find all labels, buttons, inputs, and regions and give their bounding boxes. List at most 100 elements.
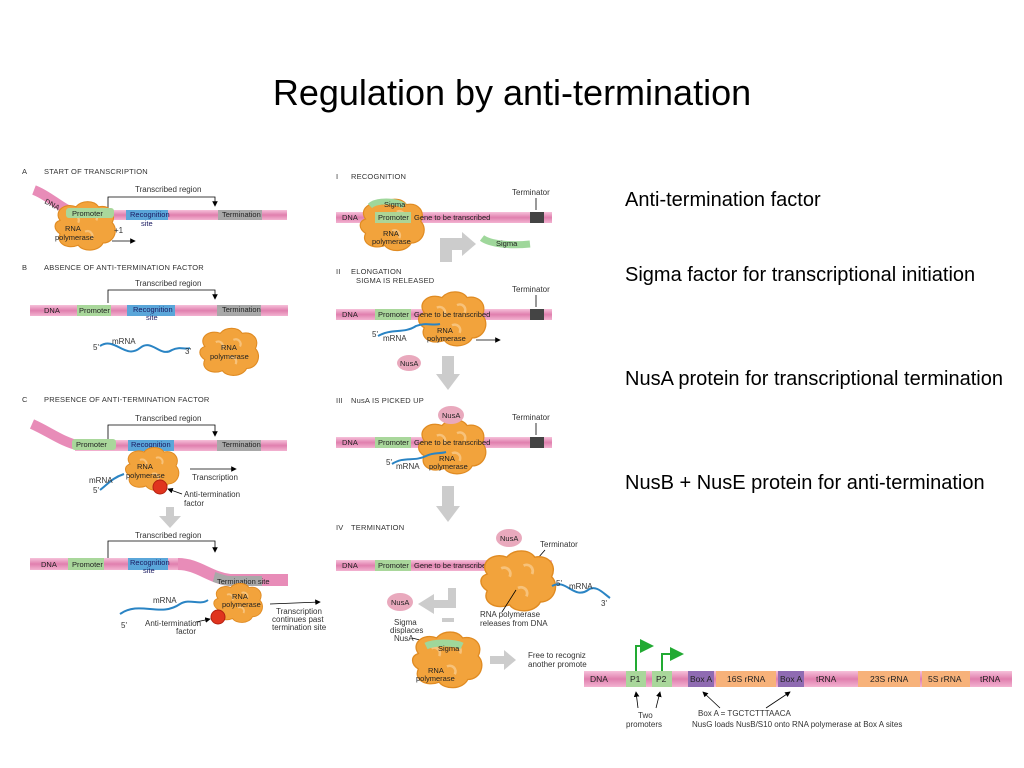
panel-b-promoter-label: Promoter: [79, 306, 110, 315]
panel-iii-promoter: [375, 437, 411, 448]
panel-i-sigma: [367, 198, 406, 209]
operon-box-a-1: [688, 671, 714, 687]
panel-d-anti: Anti-termination: [145, 619, 201, 628]
operon-p2-arrow: [661, 647, 684, 671]
operon-5s-label: 5S rRNA: [928, 674, 962, 684]
operon-box-a-2-label: Box A: [780, 674, 803, 684]
operon-p1-pointer: [633, 691, 640, 709]
panel-i-sigma-free-label: Sigma: [496, 239, 518, 248]
panel-ii: II ELONGATION SIGMA IS RELEASED DNA Prom…: [336, 267, 552, 390]
panel-b-termination-site: [217, 305, 261, 316]
rrna-operon: DNA P1 P2 Box A 16S rRNA Box A tRNA 23S …: [584, 639, 1012, 729]
panel-b-rna: RNA: [221, 343, 237, 352]
panel-i-terminator: [530, 212, 544, 223]
panel-c-five: 5': [93, 486, 99, 495]
operon-trna-1-label: tRNA: [816, 674, 837, 684]
panel-b-termination: Termination: [222, 305, 261, 314]
panel-a-site: site: [141, 219, 153, 228]
panel-a-letter: A: [22, 167, 27, 176]
panel-c-transcribed: Transcribed region: [135, 414, 201, 423]
panel-a-recognition-site: [126, 210, 168, 220]
panel-b-transcribed: Transcribed region: [135, 279, 201, 288]
panel-iv-free2: another promote: [528, 660, 587, 669]
panel-b-site: site: [146, 313, 158, 322]
panel-iv-stub: [442, 618, 454, 622]
panel-i-numeral: I: [336, 172, 338, 181]
panel-a-dna: [75, 210, 287, 220]
panel-c-promoter: [72, 439, 116, 450]
panel-ii-gene: Gene to be transcribed: [414, 310, 490, 319]
panel-iv-polymerase: [479, 549, 557, 613]
panel-c-transcription: Transcription: [192, 473, 238, 482]
operon-5s-rrna: [922, 671, 970, 687]
panel-b-polymerase-label: polymerase: [210, 352, 249, 361]
panel-iv-disp2: displaces: [390, 626, 423, 635]
panel-d-recognition-site: [128, 558, 168, 570]
panel-d-site: site: [143, 566, 155, 575]
panel-iii-mrna-label: mRNA: [396, 462, 420, 471]
panel-iv-numeral: IV: [336, 523, 344, 532]
panel-c-anti: Anti-termination: [184, 490, 240, 499]
panel-iii-heading: NusA IS PICKED UP: [351, 396, 424, 405]
panel-b-five: 5': [93, 343, 99, 352]
panel-d-cont2: continues past: [272, 615, 324, 624]
panel-iv-release-line: [501, 589, 517, 613]
panel-i-promoter-top: [375, 212, 411, 223]
panel-b-three: 3': [185, 347, 191, 356]
panel-a-promoter-label: Promoter: [72, 209, 103, 218]
panel-ii-five: 5': [372, 330, 378, 339]
panel-iv-right-arrow: [490, 650, 516, 670]
panel-b-mrna-label: mRNA: [112, 337, 136, 346]
panel-ii-nusa-label: NusA: [400, 359, 418, 368]
panel-a-recognition: Recognition: [130, 210, 170, 219]
panel-i-free-sigma: [479, 234, 531, 249]
panel-c-mrna-label: mRNA: [89, 476, 113, 485]
panel-b-promoter: [77, 305, 111, 316]
panel-c-promoter-label: Promoter: [76, 440, 107, 449]
panel-iv-nusa-free-label: NusA: [391, 598, 409, 607]
panel-ii-mrna: [377, 323, 441, 337]
panel-iii-terminator: [530, 437, 544, 448]
panel-i-gene: Gene to be transcribed: [414, 213, 490, 222]
panel-c-termination: Termination: [222, 440, 261, 449]
panel-iii-polymerase-label: polymerase: [429, 462, 468, 471]
panel-c-bracket: [107, 424, 218, 440]
operon-p1-arrow: [635, 639, 654, 671]
panel-iv-promoter-label: Promoter: [378, 561, 409, 570]
panel-i-branch-arrow: [440, 232, 476, 262]
panel-c-factor-arrow: [167, 487, 183, 495]
panel-d-cont1: Transcription: [276, 607, 322, 616]
panel-iv-terminator-label: Terminator: [540, 540, 578, 549]
panel-i-dna-label: DNA: [342, 213, 358, 222]
bullet-nusb-nuse-protein: NusB + NusE protein for anti-termination: [625, 472, 985, 494]
panel-iv-rel2: releases from DNA: [480, 619, 548, 628]
panel-c: C PRESENCE OF ANTI-TERMINATION FACTOR Tr…: [22, 395, 287, 528]
panel-c-rna: RNA: [137, 462, 153, 471]
panel-c-termination-site: [217, 440, 261, 451]
operon-box-pointer-1: [702, 691, 721, 709]
panel-c-letter: C: [22, 395, 28, 404]
panel-iv-heading: TERMINATION: [351, 523, 404, 532]
panel-d-termination-site-label: Termination site: [217, 577, 270, 586]
panel-a-rna: RNA: [65, 224, 81, 233]
operon-p1: [626, 671, 646, 687]
panel-iv-left-arrow: [418, 588, 456, 614]
panel-iv-sigma: [424, 639, 464, 650]
panel-ii-down-arrow: [436, 356, 460, 390]
panel-d-cont3: termination site: [272, 623, 327, 632]
panel-a: A START OF TRANSCRIPTION Transcribed reg…: [22, 167, 287, 252]
panel-iv-nusa: [496, 529, 522, 547]
panel-iv-disp1: Sigma: [394, 618, 417, 627]
panel-a-polymerase-label: polymerase: [55, 233, 94, 242]
operon-23s-rrna: [858, 671, 920, 687]
panel-i: I RECOGNITION Sigma DNA Promoter Gene to…: [336, 172, 552, 262]
bullet-anti-termination-factor: Anti-termination factor: [625, 189, 821, 211]
operon-trna-2-label: tRNA: [980, 674, 1001, 684]
panel-ii-promoter: [375, 309, 411, 320]
operon-23s-label: 23S rRNA: [870, 674, 909, 684]
panel-d-promoter-label: Promoter: [72, 560, 103, 569]
panel-d-polymerase-label: polymerase: [222, 600, 261, 609]
panel-a-plus-one: +1: [114, 226, 124, 235]
panel-a-heading: START OF TRANSCRIPTION: [44, 167, 148, 176]
panel-ii-terminator-label: Terminator: [512, 285, 550, 294]
